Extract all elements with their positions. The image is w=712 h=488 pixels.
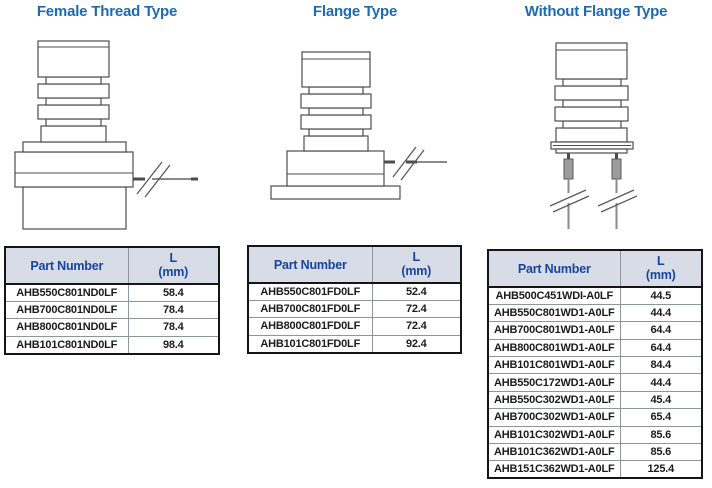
bellows-stack: [37, 40, 110, 143]
part-number-cell: AHB700C801WD1-A0LF: [487, 321, 621, 340]
part-number-cell: AHB700C801FD0LF: [247, 299, 373, 319]
table-row: AHB151C362WD1-A0LF 125.4: [487, 460, 703, 479]
length-cell: 78.4: [127, 318, 220, 337]
length-cell: 78.4: [127, 300, 220, 320]
part-number-cell: AHB700C302WD1-A0LF: [487, 408, 621, 427]
length-cell: 58.4: [127, 283, 220, 302]
length-header: L (mm): [127, 246, 220, 285]
part-number-header: Part Number: [4, 246, 129, 285]
bellows-stack: [300, 51, 372, 152]
female-thread-table: Part Number L (mm) AHB550C801ND0LF 58.4 …: [4, 246, 220, 355]
length-cell: 44.5: [619, 286, 703, 305]
part-number-cell: AHB550C801FD0LF: [247, 282, 373, 301]
transducer-body: [286, 150, 385, 187]
length-cell: 44.4: [619, 303, 703, 323]
table-row: AHB800C801WD1-A0LF 64.4: [487, 338, 703, 358]
bellows-stack: [554, 42, 629, 143]
length-header-line1: L: [657, 253, 665, 268]
part-number-cell: AHB101C362WD1-A0LF: [487, 443, 621, 462]
table-row: AHB550C302WD1-A0LF 45.4: [487, 390, 703, 410]
length-cell: 65.4: [619, 408, 703, 427]
table-row: AHB550C801WD1-A0LF 44.4: [487, 303, 703, 323]
table-row: AHB700C801ND0LF 78.4: [4, 300, 220, 320]
threaded-base: [22, 186, 127, 230]
transducer-body: [14, 141, 134, 188]
section-title-female-thread: Female Thread Type: [36, 3, 178, 20]
length-cell: 72.4: [371, 317, 462, 336]
section-title-without-flange: Without Flange Type: [524, 3, 668, 20]
length-cell: 92.4: [371, 334, 462, 354]
part-number-cell: AHB500C451WDI-A0LF: [487, 286, 621, 305]
part-number-header: Part Number: [487, 249, 621, 288]
part-number-cell: AHB550C801ND0LF: [4, 283, 129, 302]
length-cell: 64.4: [619, 338, 703, 358]
part-number-cell: AHB101C801WD1-A0LF: [487, 356, 621, 375]
length-header-line2: (mm): [645, 267, 676, 282]
table-row: AHB101C302WD1-A0LF 85.6: [487, 425, 703, 445]
table-row: AHB550C801FD0LF 52.4: [247, 282, 462, 301]
part-number-header: Part Number: [247, 245, 373, 284]
base-plate: [550, 141, 634, 154]
flange-table: Part Number L (mm) AHB550C801FD0LF 52.4 …: [247, 245, 462, 354]
length-header-line2: (mm): [158, 264, 189, 279]
part-number-cell: AHB151C362WD1-A0LF: [487, 460, 621, 479]
flange-diagram: [270, 51, 447, 200]
table-row: AHB550C172WD1-A0LF 44.4: [487, 373, 703, 392]
part-number-cell: AHB101C801FD0LF: [247, 334, 373, 354]
length-header: L (mm): [371, 245, 462, 284]
length-cell: 84.4: [619, 356, 703, 375]
part-number-cell: AHB800C801WD1-A0LF: [487, 338, 621, 358]
length-header-line1: L: [412, 249, 421, 264]
table-row: AHB700C302WD1-A0LF 65.4: [487, 408, 703, 427]
length-cell: 45.4: [619, 390, 703, 410]
table-header-row: Part Number L (mm): [487, 249, 703, 288]
wire-lead-left: [563, 153, 574, 229]
wire-break-icon: [136, 161, 171, 198]
length-header: L (mm): [619, 249, 703, 288]
table-row: AHB550C801ND0LF 58.4: [4, 283, 220, 302]
wire-break-icon-right: [597, 189, 638, 213]
length-header-line1: L: [169, 250, 178, 265]
table-row: AHB101C801ND0LF 98.4: [4, 335, 220, 355]
length-header-line2: (mm): [401, 263, 432, 278]
part-number-cell: AHB800C801ND0LF: [4, 318, 129, 337]
table-header-row: Part Number L (mm): [4, 246, 220, 285]
wire-break-icon: [392, 146, 425, 181]
part-number-cell: AHB550C302WD1-A0LF: [487, 390, 621, 410]
table-header-row: Part Number L (mm): [247, 245, 462, 284]
length-cell: 72.4: [371, 299, 462, 319]
part-number-cell: AHB800C801FD0LF: [247, 317, 373, 336]
part-number-cell: AHB700C801ND0LF: [4, 300, 129, 320]
part-number-cell: AHB550C172WD1-A0LF: [487, 373, 621, 392]
length-cell: 52.4: [371, 282, 462, 301]
table-row: AHB500C451WDI-A0LF 44.5: [487, 286, 703, 305]
length-cell: 98.4: [127, 335, 220, 355]
table-row: AHB700C801FD0LF 72.4: [247, 299, 462, 319]
table-row: AHB800C801FD0LF 72.4: [247, 317, 462, 336]
length-cell: 64.4: [619, 321, 703, 340]
wire-lead-right: [611, 153, 622, 229]
length-cell: 85.6: [619, 443, 703, 462]
section-title-flange: Flange Type: [312, 3, 398, 20]
without-flange-table: Part Number L (mm) AHB500C451WDI-A0LF 44…: [487, 249, 703, 480]
female-thread-diagram: [14, 40, 198, 230]
without-flange-diagram: [549, 42, 638, 229]
part-number-cell: AHB550C801WD1-A0LF: [487, 303, 621, 323]
part-number-cell: AHB101C302WD1-A0LF: [487, 425, 621, 445]
wire-break-icon-left: [549, 189, 590, 213]
table-row: AHB700C801WD1-A0LF 64.4: [487, 321, 703, 340]
length-cell: 125.4: [619, 460, 703, 479]
length-cell: 85.6: [619, 425, 703, 445]
table-row: AHB101C801FD0LF 92.4: [247, 334, 462, 354]
table-row: AHB101C362WD1-A0LF 85.6: [487, 443, 703, 462]
part-number-cell: AHB101C801ND0LF: [4, 335, 129, 355]
table-row: AHB101C801WD1-A0LF 84.4: [487, 356, 703, 375]
flange-base: [270, 185, 401, 200]
table-row: AHB800C801ND0LF 78.4: [4, 318, 220, 337]
length-cell: 44.4: [619, 373, 703, 392]
